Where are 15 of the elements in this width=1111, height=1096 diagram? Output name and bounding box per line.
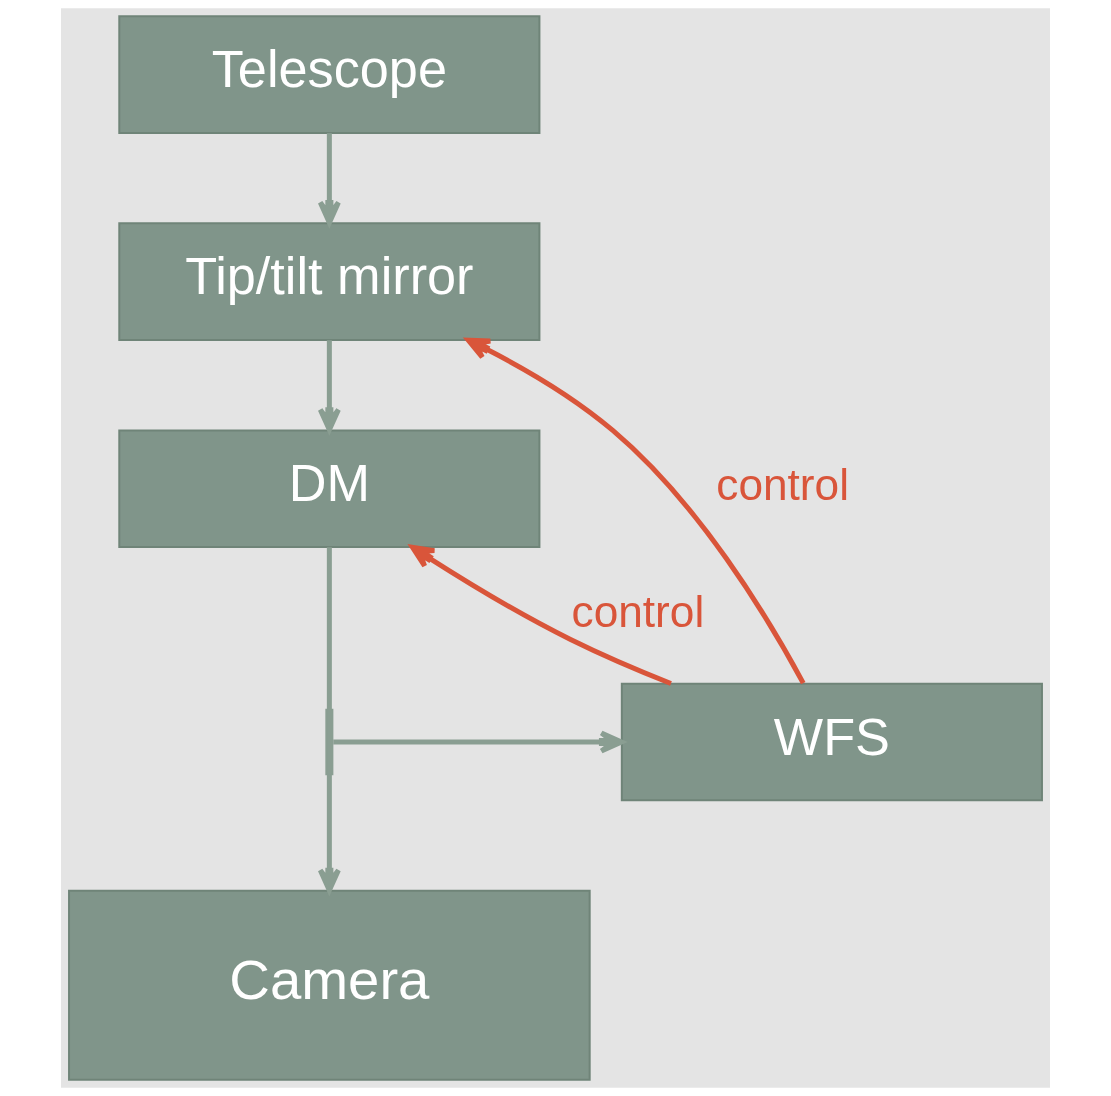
node-box: Camera xyxy=(68,889,591,1081)
arrow xyxy=(317,340,341,433)
arrow xyxy=(410,544,672,686)
node-box: Telescope xyxy=(118,15,541,134)
edge-label: control xyxy=(571,586,705,636)
arrow xyxy=(317,133,341,226)
node-box: WFS xyxy=(620,682,1043,802)
node-line xyxy=(325,708,334,776)
arrow xyxy=(317,774,341,893)
node-box: Tip/tilt mirror xyxy=(118,222,541,341)
arrow xyxy=(333,730,625,754)
connector xyxy=(326,547,332,710)
edge-label: control xyxy=(716,459,850,509)
arrow xyxy=(465,337,806,685)
node-box: DM xyxy=(118,429,541,548)
